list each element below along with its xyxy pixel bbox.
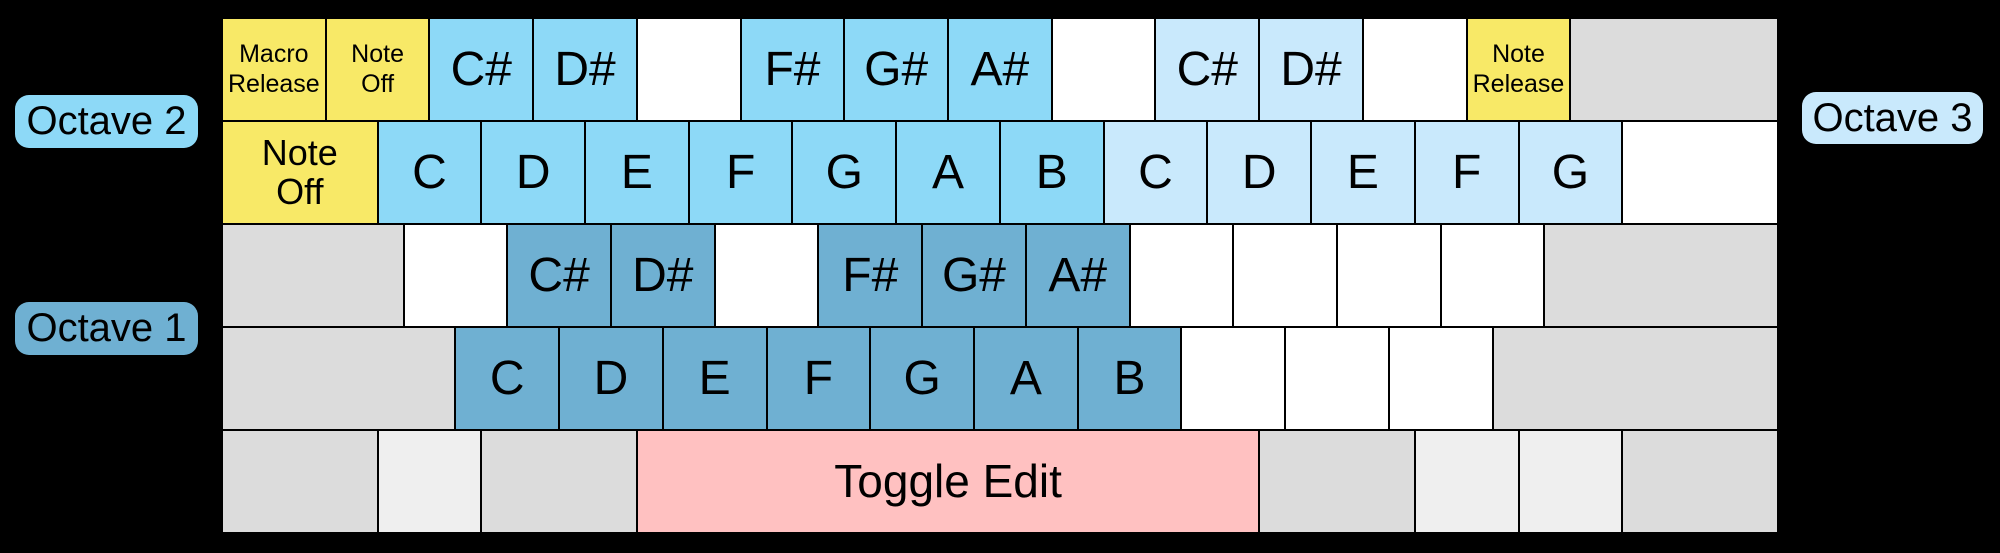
key-unmapped-gray bbox=[481, 430, 637, 533]
key-unmapped-gray bbox=[222, 430, 378, 533]
key-unmapped bbox=[1233, 224, 1337, 327]
key-c-octave3: C bbox=[1103, 121, 1208, 224]
key-e-octave3: E bbox=[1311, 121, 1415, 224]
key-unmapped-light-gray bbox=[1518, 430, 1623, 533]
key-d-octave2: D bbox=[481, 121, 586, 224]
key-toggle-edit: Toggle Edit bbox=[636, 430, 1260, 533]
key-unmapped-gray bbox=[222, 224, 404, 327]
key-g-octave3: G bbox=[1518, 121, 1623, 224]
key-macro-release: Macro Release bbox=[222, 18, 326, 121]
key-unmapped bbox=[714, 224, 819, 327]
octave-3-label: Octave 3 bbox=[1802, 92, 1983, 144]
key-asharp-octave2: A# bbox=[948, 18, 1052, 121]
key-unmapped bbox=[1285, 327, 1389, 430]
key-unmapped-gray bbox=[222, 327, 456, 430]
key-d-octave1: D bbox=[559, 327, 663, 430]
key-unmapped bbox=[1181, 327, 1286, 430]
key-gsharp-octave1: G# bbox=[922, 224, 1026, 327]
key-b-octave2: B bbox=[999, 121, 1104, 224]
key-fsharp-octave2: F# bbox=[740, 18, 845, 121]
key-unmapped bbox=[1051, 18, 1156, 121]
key-gsharp-octave2: G# bbox=[844, 18, 949, 121]
key-unmapped-gray bbox=[1492, 327, 1778, 430]
key-g-octave1: G bbox=[870, 327, 974, 430]
key-unmapped-gray bbox=[1544, 224, 1778, 327]
key-unmapped bbox=[1388, 327, 1493, 430]
key-fsharp-octave1: F# bbox=[818, 224, 923, 327]
key-note-off-row2: Note Off bbox=[222, 121, 378, 224]
key-csharp-octave1: C# bbox=[507, 224, 611, 327]
octave-2-label: Octave 2 bbox=[15, 95, 198, 148]
key-f-octave1: F bbox=[766, 327, 871, 430]
key-a-octave2: A bbox=[896, 121, 1000, 224]
key-e-octave2: E bbox=[585, 121, 689, 224]
key-f-octave2: F bbox=[688, 121, 793, 224]
key-note-release: Note Release bbox=[1466, 18, 1571, 121]
key-unmapped bbox=[1440, 224, 1545, 327]
key-d-octave3: D bbox=[1207, 121, 1312, 224]
key-csharp-octave3: C# bbox=[1155, 18, 1260, 121]
key-unmapped-gray bbox=[1259, 430, 1415, 533]
key-unmapped bbox=[403, 224, 508, 327]
keyboard-row-3: C#D# F#G#A# bbox=[222, 224, 1778, 327]
key-note-off-row1: Note Off bbox=[325, 18, 430, 121]
key-unmapped-gray bbox=[1570, 18, 1778, 121]
key-unmapped-gray bbox=[1622, 430, 1778, 533]
key-c-octave2: C bbox=[377, 121, 482, 224]
key-a-octave1: A bbox=[973, 327, 1078, 430]
key-dsharp-octave3: D# bbox=[1259, 18, 1363, 121]
key-csharp-octave2: C# bbox=[429, 18, 534, 121]
key-unmapped bbox=[636, 18, 741, 121]
key-unmapped bbox=[1129, 224, 1234, 327]
key-unmapped-light-gray bbox=[1414, 430, 1519, 533]
octave-1-label: Octave 1 bbox=[15, 302, 198, 355]
key-unmapped bbox=[1622, 121, 1778, 224]
key-b-octave1: B bbox=[1077, 327, 1182, 430]
key-e-octave1: E bbox=[662, 327, 767, 430]
key-c-octave1: C bbox=[455, 327, 560, 430]
key-dsharp-octave2: D# bbox=[533, 18, 637, 121]
key-asharp-octave1: A# bbox=[1025, 224, 1130, 327]
key-unmapped bbox=[1362, 18, 1467, 121]
key-g-octave2: G bbox=[792, 121, 897, 224]
keyboard-row-5: Toggle Edit bbox=[222, 430, 1778, 533]
key-dsharp-octave1: D# bbox=[610, 224, 715, 327]
key-unmapped bbox=[1337, 224, 1441, 327]
key-f-octave3: F bbox=[1414, 121, 1519, 224]
key-unmapped-light-gray bbox=[377, 430, 482, 533]
